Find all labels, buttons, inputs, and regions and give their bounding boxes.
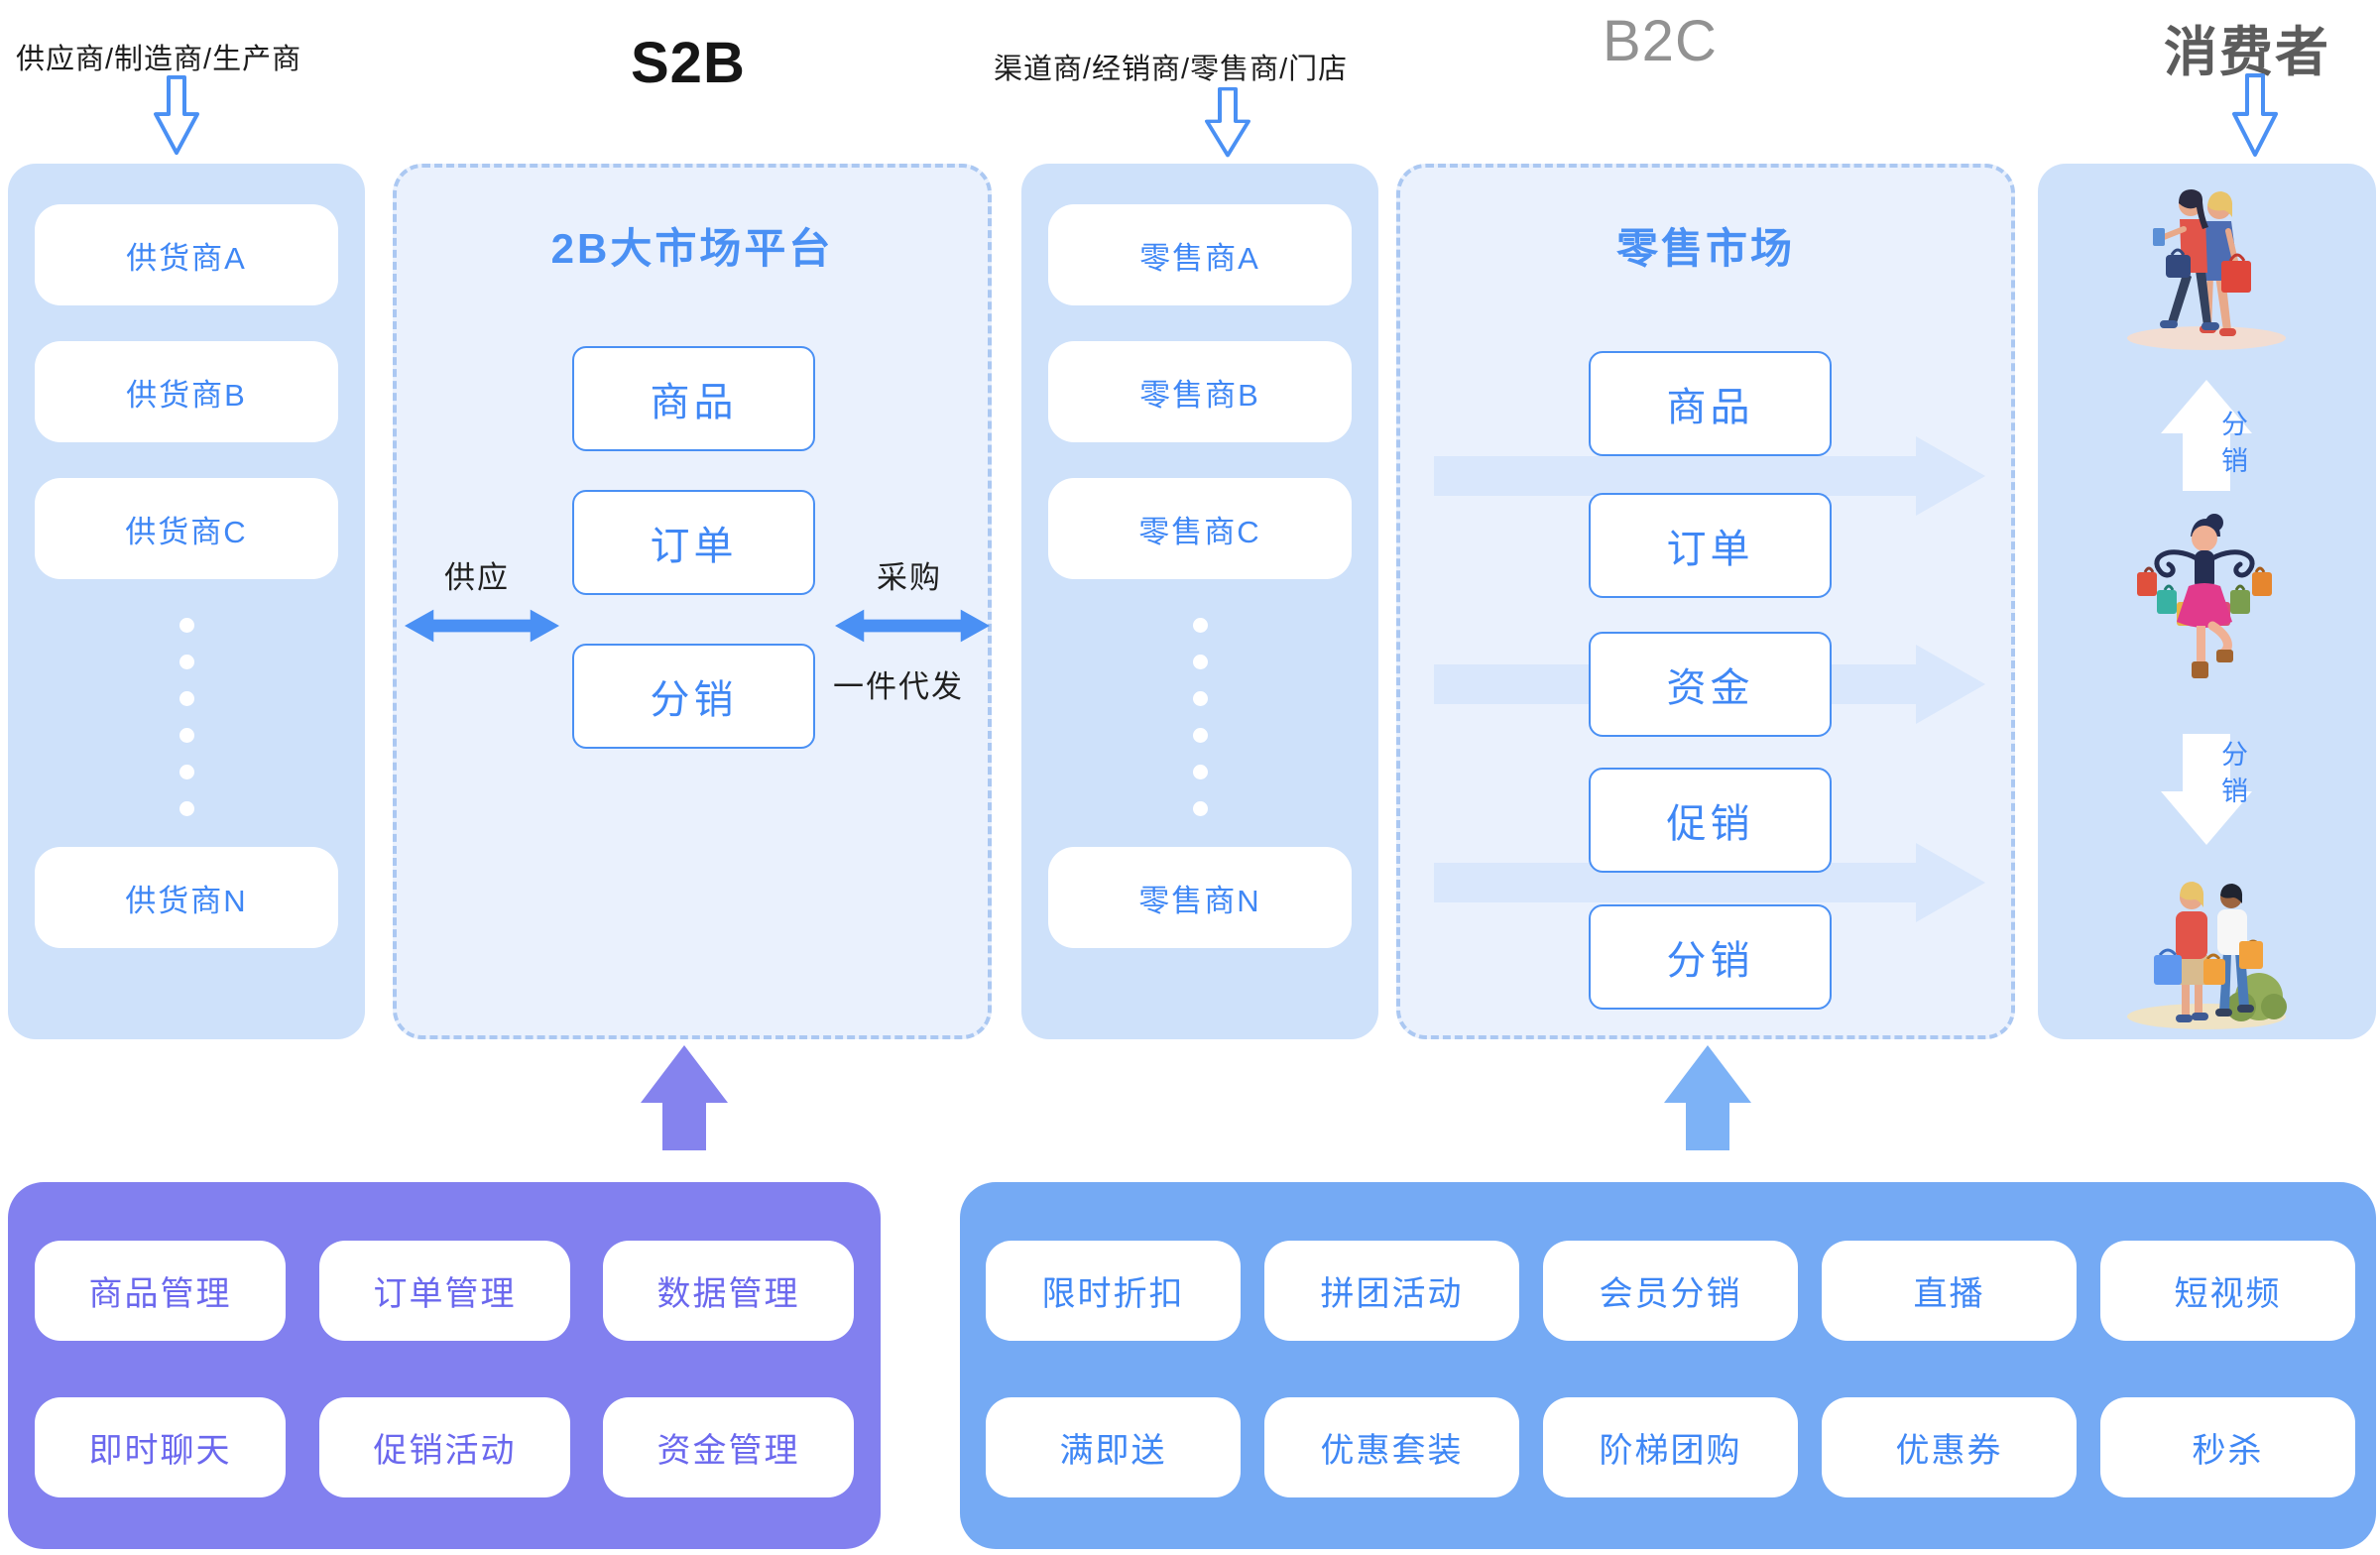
module-box-funds: 资金	[1589, 632, 1832, 737]
feature-box: 会员分销	[1543, 1241, 1798, 1341]
feature-box: 即时聊天	[35, 1397, 286, 1497]
retail-market-title: 零售市场	[1615, 225, 1795, 272]
purple-up-arrow-icon	[641, 1045, 728, 1150]
feature-box: 阶梯团购	[1543, 1397, 1798, 1497]
retailers-column: 零售商A 零售商B 零售商C 零售商N	[1021, 164, 1378, 1039]
supplier-header-label: 供应商/制造商/生产商	[16, 44, 302, 75]
supplier-box: 供货商C	[35, 478, 338, 579]
supplier-box: 供货商B	[35, 341, 338, 442]
ellipsis-dot	[179, 728, 194, 743]
ellipsis-dot	[179, 618, 194, 633]
distribution-up-label: 分销	[2217, 410, 2247, 483]
channel-header-label: 渠道商/经销商/零售商/门店	[994, 54, 1349, 85]
module-box-goods: 商品	[572, 346, 815, 451]
retailer-box: 零售商C	[1048, 478, 1352, 579]
down-arrow-white-icon	[2161, 734, 2252, 845]
down-arrow-icon	[154, 75, 199, 156]
ellipsis-dot	[1193, 655, 1208, 669]
supplier-box: 供货商N	[35, 847, 338, 948]
up-arrow-icon	[2161, 380, 2252, 491]
feature-box: 资金管理	[603, 1397, 854, 1497]
ellipsis-dot	[1193, 618, 1208, 633]
down-arrow-icon	[1205, 87, 1250, 158]
ellipsis-dot	[1193, 801, 1208, 816]
down-arrow-icon	[2232, 73, 2278, 157]
ellipsis-dot	[1193, 765, 1208, 779]
ellipsis-dot	[1193, 728, 1208, 743]
purchase-double-arrow-icon	[835, 609, 990, 643]
feature-box: 优惠套装	[1264, 1397, 1519, 1497]
shopper-with-bags-illustration	[2137, 514, 2272, 678]
retailer-box: 零售商N	[1048, 847, 1352, 948]
feature-box: 直播	[1822, 1241, 2077, 1341]
module-box-distribution: 分销	[572, 644, 815, 749]
retailer-box: 零售商B	[1048, 341, 1352, 442]
ellipsis-dot	[1193, 691, 1208, 706]
module-box-goods: 商品	[1589, 351, 1832, 456]
ellipsis-dot	[179, 655, 194, 669]
retail-market-panel: 零售市场 商品 订单 资金 促销 分销	[1396, 164, 2015, 1039]
s2b-title: S2B	[631, 31, 746, 95]
s2b-backend-panel: 商品管理 订单管理 数据管理 即时聊天 促销活动 资金管理	[8, 1182, 881, 1549]
feature-box: 拼团活动	[1264, 1241, 1519, 1341]
feature-box: 秒杀	[2100, 1397, 2355, 1497]
module-box-promotion: 促销	[1589, 768, 1832, 873]
distribution-up-arrow: 分销	[2161, 380, 2252, 491]
distribution-down-arrow: 分销	[2161, 734, 2252, 845]
supply-double-arrow-icon	[405, 609, 559, 643]
feature-box: 短视频	[2100, 1241, 2355, 1341]
flow-arrow-band-icon	[1434, 843, 1985, 922]
module-box-distribution: 分销	[1589, 904, 1832, 1010]
retailer-box: 零售商A	[1048, 204, 1352, 305]
b2c-marketing-panel: 限时折扣 拼团活动 会员分销 直播 短视频 满即送 优惠套装 阶梯团购 优惠券 …	[960, 1182, 2376, 1549]
b2c-title: B2C	[1603, 9, 1718, 73]
ellipsis-dot	[179, 765, 194, 779]
feature-box: 限时折扣	[986, 1241, 1241, 1341]
consumers-walking-illustration	[2127, 189, 2286, 350]
b2b-platform-title: 2B大市场平台	[550, 225, 834, 272]
supplier-box: 供货商A	[35, 204, 338, 305]
consumers-column: 分销	[2038, 164, 2376, 1039]
dropship-label: 一件代发	[833, 669, 964, 704]
supply-arrow-label: 供应	[444, 560, 510, 595]
ellipsis-dot	[179, 801, 194, 816]
feature-box: 数据管理	[603, 1241, 854, 1341]
purchase-arrow-label: 采购	[877, 560, 942, 595]
shoppers-strolling-illustration	[2127, 882, 2287, 1029]
suppliers-column: 供货商A 供货商B 供货商C 供货商N	[8, 164, 365, 1039]
feature-box: 满即送	[986, 1397, 1241, 1497]
feature-box: 订单管理	[319, 1241, 570, 1341]
flow-arrow-band-icon	[1434, 436, 1985, 516]
blue-up-arrow-icon	[1664, 1045, 1751, 1150]
feature-box: 商品管理	[35, 1241, 286, 1341]
distribution-down-label: 分销	[2217, 740, 2247, 813]
module-box-orders: 订单	[1589, 493, 1832, 598]
feature-box: 优惠券	[1822, 1397, 2077, 1497]
feature-box: 促销活动	[319, 1397, 570, 1497]
consumer-title: 消费者	[2164, 23, 2330, 82]
b2b-platform-panel: 2B大市场平台 商品 订单 分销 供应 采购 一件代发	[393, 164, 992, 1039]
ellipsis-dot	[179, 691, 194, 706]
module-box-orders: 订单	[572, 490, 815, 595]
